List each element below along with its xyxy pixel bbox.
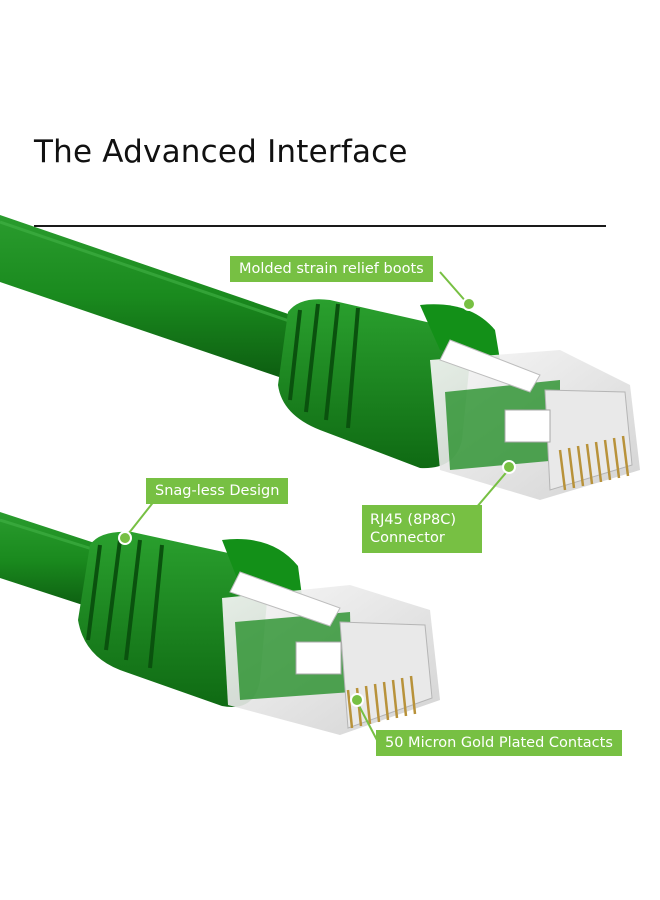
top-gold-contacts: [558, 435, 630, 491]
title-divider: [34, 225, 606, 227]
bottom-boot: [78, 531, 302, 707]
callout-rj45-line1: RJ45 (8P8C): [370, 512, 457, 528]
leader-snagless: [124, 499, 156, 539]
bottom-cable-jacket: [0, 512, 110, 608]
marker-rj45: [502, 460, 516, 474]
marker-strain-relief: [462, 297, 476, 311]
callout-contacts: 50 Micron Gold Plated Contacts: [376, 730, 622, 757]
bottom-rj45-plug: [222, 571, 440, 735]
callout-snagless: Snag-less Design: [146, 478, 289, 505]
bottom-cable: [0, 512, 440, 735]
top-rj45-plug: [430, 339, 640, 500]
top-cable-jacket: [0, 215, 300, 378]
leader-contacts: [355, 699, 379, 743]
callout-rj45-line2: Connector: [370, 530, 445, 547]
top-cable: [0, 215, 640, 500]
marker-contacts: [350, 693, 364, 707]
callout-rj45: RJ45 (8P8C) Connector: [362, 505, 482, 554]
callout-strain-relief: Molded strain relief boots: [230, 256, 433, 283]
top-boot: [278, 299, 500, 469]
marker-snagless: [118, 531, 132, 545]
page-title: The Advanced Interface: [34, 134, 408, 170]
